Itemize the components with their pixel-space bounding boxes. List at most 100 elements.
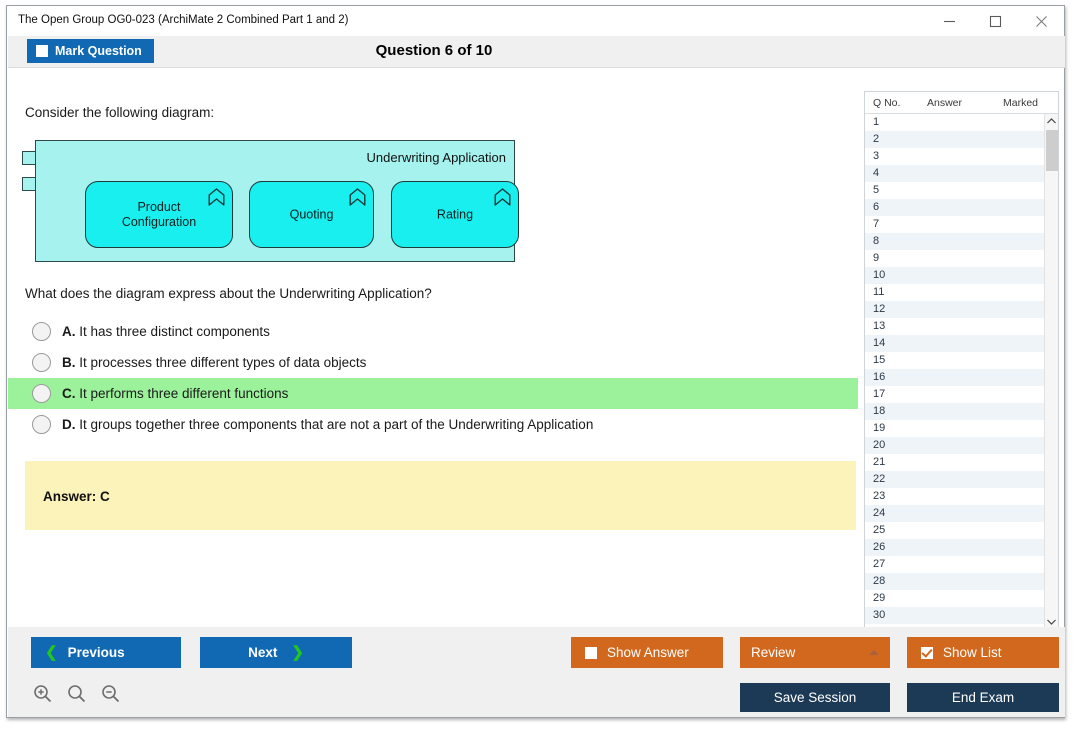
show-answer-label: Show Answer xyxy=(607,645,689,660)
question-number: 1 xyxy=(873,116,880,128)
window-controls xyxy=(926,6,1064,36)
mark-question-button[interactable]: Mark Question xyxy=(27,39,154,63)
option-c-text: C. It performs three different functions xyxy=(62,386,289,401)
radio-a[interactable] xyxy=(32,322,51,341)
option-d[interactable]: D. It groups together three components t… xyxy=(8,409,858,440)
end-exam-button[interactable]: End Exam xyxy=(907,683,1059,712)
question-list-row[interactable]: 5 xyxy=(865,182,1044,199)
radio-c[interactable] xyxy=(32,384,51,403)
exam-window: The Open Group OG0-023 (ArchiMate 2 Comb… xyxy=(6,5,1065,718)
prompt-text: Consider the following diagram: xyxy=(25,105,215,120)
application-component-box: Underwriting Application Product Configu… xyxy=(35,140,519,262)
question-list-row[interactable]: 14 xyxy=(865,335,1044,352)
question-number: 4 xyxy=(873,167,880,179)
function-label-2: Quoting xyxy=(289,207,334,221)
option-b-text: B. It processes three different types of… xyxy=(62,355,367,370)
question-list-row[interactable]: 15 xyxy=(865,352,1044,369)
show-list-label: Show List xyxy=(943,645,1002,660)
radio-b[interactable] xyxy=(32,353,51,372)
question-list-row[interactable]: 10 xyxy=(865,267,1044,284)
question-number: 26 xyxy=(873,541,886,553)
scroll-up-arrow-icon[interactable] xyxy=(1045,114,1058,128)
question-list-row[interactable]: 7 xyxy=(865,216,1044,233)
question-list-row[interactable]: 13 xyxy=(865,318,1044,335)
question-list-scrollbar[interactable] xyxy=(1044,114,1058,629)
question-list-row[interactable]: 30 xyxy=(865,607,1044,624)
scroll-down-arrow-icon[interactable] xyxy=(1045,615,1058,629)
question-list-row[interactable]: 26 xyxy=(865,539,1044,556)
zoom-out-icon[interactable] xyxy=(99,682,121,704)
show-list-checkbox[interactable] xyxy=(921,646,933,659)
question-list-row[interactable]: 17 xyxy=(865,386,1044,403)
function-arrow-icon xyxy=(208,188,225,206)
question-list-row[interactable]: 20 xyxy=(865,437,1044,454)
save-session-label: Save Session xyxy=(773,690,857,705)
function-arrow-icon xyxy=(349,188,366,206)
question-text: What does the diagram express about the … xyxy=(25,286,432,301)
option-c[interactable]: C. It performs three different functions xyxy=(8,378,858,409)
column-header-answer: Answer xyxy=(927,97,963,109)
question-list-row[interactable]: 22 xyxy=(865,471,1044,488)
zoom-controls xyxy=(31,682,121,704)
review-dropdown[interactable]: Review xyxy=(740,637,890,668)
question-list-row[interactable]: 28 xyxy=(865,573,1044,590)
question-number: 11 xyxy=(873,286,885,298)
option-a[interactable]: A. It has three distinct components xyxy=(8,316,858,347)
question-number: 2 xyxy=(873,133,880,145)
function-arrow-icon xyxy=(494,188,511,206)
question-list-row[interactable]: 18 xyxy=(865,403,1044,420)
option-d-text: D. It groups together three components t… xyxy=(62,417,594,432)
previous-label: Previous xyxy=(67,645,125,660)
mark-question-checkbox[interactable] xyxy=(36,45,48,57)
page-title: Question 6 of 10 xyxy=(375,42,493,59)
scrollbar-thumb[interactable] xyxy=(1046,130,1058,171)
title-bar: The Open Group OG0-023 (ArchiMate 2 Comb… xyxy=(7,6,1064,36)
question-list-row[interactable]: 23 xyxy=(865,488,1044,505)
question-list-row[interactable]: 19 xyxy=(865,420,1044,437)
question-list-row[interactable]: 3 xyxy=(865,148,1044,165)
question-number: 24 xyxy=(873,507,886,519)
header-bar: Mark Question Question 6 of 10 xyxy=(8,36,1065,68)
column-header-q-no: Q No. xyxy=(873,97,901,109)
question-list-row[interactable]: 25 xyxy=(865,522,1044,539)
zoom-in-icon[interactable] xyxy=(31,682,53,704)
answer-label: Answer: C xyxy=(43,489,110,504)
question-list-row[interactable]: 16 xyxy=(865,369,1044,386)
question-list-row[interactable]: 12 xyxy=(865,301,1044,318)
show-answer-checkbox[interactable] xyxy=(585,646,597,659)
archimate-diagram: Underwriting Application Product Configu… xyxy=(22,138,519,263)
question-number: 8 xyxy=(873,235,880,247)
next-button[interactable]: Next ❯ xyxy=(200,637,352,668)
answer-box: Answer: C xyxy=(25,461,856,530)
maximize-icon[interactable] xyxy=(972,6,1018,36)
minimize-icon[interactable] xyxy=(926,6,972,36)
show-answer-button[interactable]: Show Answer xyxy=(571,637,723,668)
question-list-row[interactable]: 29 xyxy=(865,590,1044,607)
show-list-button[interactable]: Show List xyxy=(907,637,1059,668)
question-list-row[interactable]: 2 xyxy=(865,131,1044,148)
question-list-row[interactable]: 21 xyxy=(865,454,1044,471)
question-list-row[interactable]: 4 xyxy=(865,165,1044,182)
question-number: 21 xyxy=(873,456,886,468)
function-label-1: Product Configuration xyxy=(121,199,197,229)
save-session-button[interactable]: Save Session xyxy=(740,683,890,712)
column-header-marked: Marked xyxy=(1003,97,1039,109)
zoom-reset-icon[interactable] xyxy=(65,682,87,704)
option-b[interactable]: B. It processes three different types of… xyxy=(8,347,858,378)
option-a-text: A. It has three distinct components xyxy=(62,324,270,339)
question-list-row[interactable]: 11 xyxy=(865,284,1044,301)
question-list-row[interactable]: 6 xyxy=(865,199,1044,216)
radio-d[interactable] xyxy=(32,415,51,434)
question-list-row[interactable]: 27 xyxy=(865,556,1044,573)
question-list-row[interactable]: 8 xyxy=(865,233,1044,250)
previous-button[interactable]: ❮ Previous xyxy=(31,637,181,668)
question-list-row[interactable]: 24 xyxy=(865,505,1044,522)
question-list-row[interactable]: 1 xyxy=(865,114,1044,131)
question-number: 28 xyxy=(873,575,886,587)
close-icon[interactable] xyxy=(1018,6,1064,36)
question-pane: Consider the following diagram: Underwri… xyxy=(8,68,858,627)
question-list-row[interactable]: 9 xyxy=(865,250,1044,267)
application-function-rating: Rating xyxy=(391,181,519,248)
